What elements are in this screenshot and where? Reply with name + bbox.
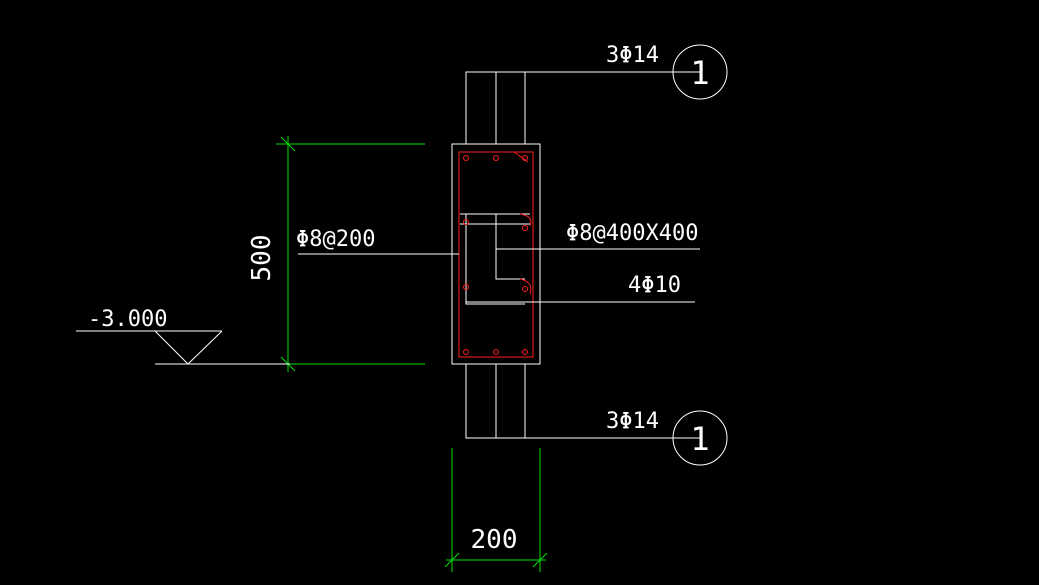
hook-top <box>519 213 532 227</box>
rebar-group <box>458 151 534 358</box>
tie-mid <box>495 214 525 280</box>
width-tick-left <box>444 552 460 568</box>
top-extension-left <box>465 71 700 144</box>
side-bar-4 <box>522 286 528 292</box>
bottom-bar-2 <box>493 349 499 355</box>
stirrup-spacing-label: Φ8@200 <box>296 227 375 252</box>
bottom-bar-1 <box>463 349 469 355</box>
top-section-circle <box>672 44 728 100</box>
height-dim-label: 500 <box>247 235 277 282</box>
section-marks <box>672 44 728 466</box>
top-bars-label: 3Φ14 <box>606 43 659 68</box>
top-section-mark: 1 <box>690 54 709 92</box>
tie-spacing-label: Φ8@400X400 <box>566 221 698 246</box>
side-bar-3 <box>463 284 469 290</box>
height-tick-top <box>280 136 296 152</box>
top-bar-2 <box>493 155 499 161</box>
bottom-section-circle <box>672 410 728 466</box>
tie-left <box>465 214 525 305</box>
beam-outline <box>451 71 700 439</box>
bottom-section-mark: 1 <box>690 420 709 458</box>
bottom-bars-label: 3Φ14 <box>606 409 659 434</box>
top-bar-3 <box>522 155 528 161</box>
width-tick-right <box>532 552 548 568</box>
bottom-extension-left <box>465 364 700 439</box>
elevation-triangle <box>154 330 223 365</box>
bottom-bar-3 <box>522 349 528 355</box>
width-dimension <box>444 448 548 572</box>
elevation-marker <box>76 330 290 365</box>
side-bars-label: 4Φ10 <box>628 273 681 298</box>
elevation-label: -3.000 <box>88 307 167 332</box>
top-bar-1 <box>463 155 469 161</box>
leader-lines <box>298 248 700 303</box>
hook-mid <box>519 278 532 295</box>
side-bar-2 <box>522 225 528 231</box>
width-dim-label: 200 <box>471 525 518 555</box>
side-bar-1 <box>463 219 469 225</box>
height-dimension <box>276 136 425 372</box>
